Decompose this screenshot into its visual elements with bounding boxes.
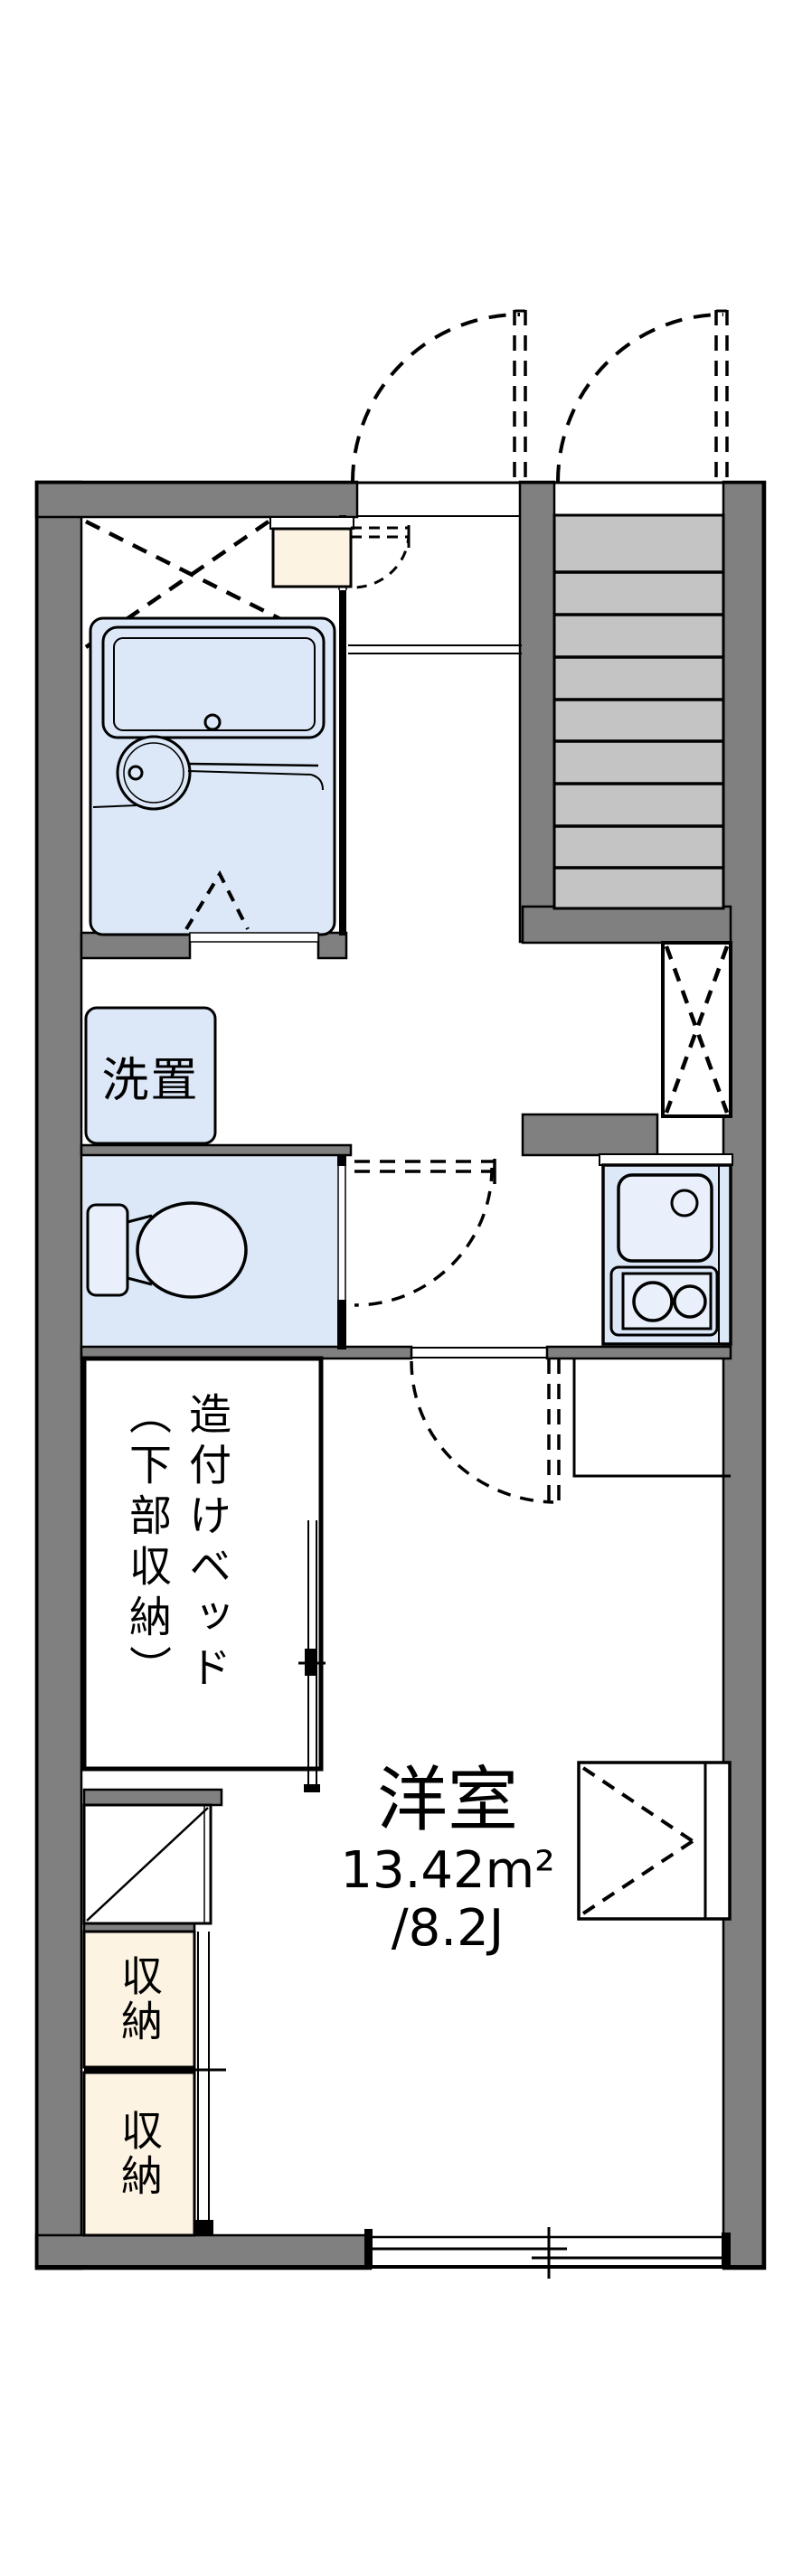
washbasin-inner — [123, 742, 184, 804]
room-door-swing — [410, 1347, 561, 1504]
shower-door-fold-icon — [184, 870, 250, 931]
window-jamb-left — [364, 2229, 373, 2269]
bed-label-main: 造付けベッド — [181, 1392, 231, 1696]
toilet-right-wall — [337, 1155, 346, 1349]
washbasin-icon — [116, 735, 192, 811]
stair-treads — [554, 570, 723, 870]
staircase — [552, 513, 725, 910]
top-wall — [34, 480, 359, 519]
kitchen-unit — [599, 1153, 733, 1346]
sliding-door-track-bed — [298, 1520, 326, 1792]
toilet-room — [86, 1155, 346, 1349]
entry-door-right-swing — [556, 309, 729, 483]
built-in-bed-box — [81, 1356, 324, 1772]
toilet-tank-icon — [86, 1203, 129, 1297]
storage-closet-1 — [82, 1930, 196, 2069]
bottom-wall — [34, 2233, 373, 2270]
bed-bottom-wall — [82, 1788, 223, 1807]
sink-faucet-icon — [670, 1189, 699, 1217]
understair-shaft — [661, 941, 732, 1118]
walls — [34, 480, 767, 2270]
sliding-door-track-storage — [186, 1932, 226, 2235]
entry-door-left-swing — [351, 309, 527, 483]
storage-closet-2 — [82, 2071, 196, 2237]
sink-icon — [617, 1173, 713, 1263]
genkan-step — [348, 644, 522, 654]
window-jamb-right — [722, 2233, 731, 2269]
basin-drain-icon — [127, 765, 144, 781]
bathroom-door-swing — [351, 525, 411, 589]
washer-space-box — [84, 1006, 217, 1145]
hall-bottom-wall-right — [545, 1345, 732, 1360]
bathroom-bottom-wall-b — [316, 931, 348, 960]
bed-label-sub: （下部収納） — [121, 1392, 171, 1696]
bathroom-doorway — [189, 932, 319, 943]
counter-top-edge — [599, 1153, 733, 1166]
closet-divider — [84, 2067, 194, 2073]
burner-left-icon — [632, 1281, 674, 1322]
exterior-outline — [35, 481, 765, 2269]
bathroom — [84, 516, 354, 943]
toilet-bowl-icon — [136, 1201, 248, 1299]
stairwell-left-wall — [518, 480, 556, 944]
water-heater — [271, 527, 353, 588]
washer-space-label: 洗置 — [101, 1053, 200, 1108]
burner-right-icon — [673, 1284, 707, 1319]
room-name: 洋室 — [376, 1760, 518, 1841]
bay-closet-right — [577, 1761, 732, 1921]
storage-label-2: 収納 — [115, 2109, 164, 2199]
understair-wall — [521, 905, 732, 945]
water-heater-top — [269, 516, 354, 530]
fridge-space-line — [572, 1359, 731, 1478]
diagonal-step-box — [82, 1803, 212, 1925]
room-area-m2: 13.42m² — [340, 1841, 555, 1900]
storage-label-1: 収納 — [115, 1954, 164, 2045]
toilet-top-wall — [80, 1143, 353, 1157]
window-bottom — [364, 2227, 731, 2279]
bathroom-bottom-wall-a — [80, 931, 192, 960]
left-wall — [34, 480, 83, 2270]
kitchen-top-wall — [521, 1113, 659, 1157]
built-in-bed-label: 造付けベッド （下部収納） — [99, 1392, 235, 1781]
bathroom-right-wall-bottom — [339, 590, 346, 935]
storage-closets — [82, 1930, 226, 2237]
room-area-jo: /8.2J — [391, 1899, 505, 1958]
toilet-door-swing — [354, 1159, 496, 1307]
tub-drain-icon — [203, 713, 222, 731]
main-room-label: 洋室 13.42m² /8.2J — [335, 1759, 561, 1958]
right-wall — [722, 480, 767, 2270]
